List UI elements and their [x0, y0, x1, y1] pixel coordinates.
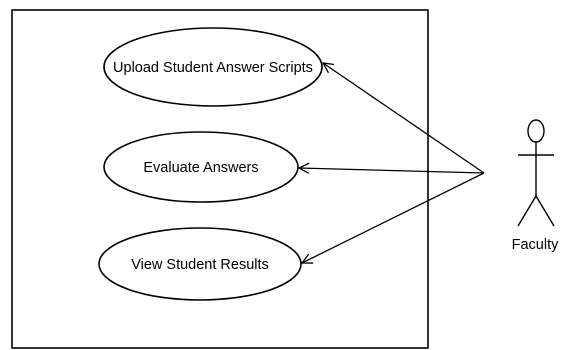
use-case-evaluate-answers[interactable]: Evaluate Answers	[103, 131, 299, 203]
use-case-ellipse	[98, 227, 302, 301]
use-case-label: Evaluate Answers	[143, 160, 258, 176]
use-case-upload-scripts[interactable]: Upload Student Answer Scripts	[103, 27, 323, 107]
use-case-label: View Student Results	[131, 257, 269, 273]
actor-label: Faculty	[512, 237, 559, 253]
association-arrow-results	[302, 172, 485, 263]
association-arrow-upload	[323, 63, 485, 174]
association-arrow-evaluate	[299, 168, 485, 173]
use-case-label: Upload Student Answer Scripts	[113, 60, 313, 76]
stick-figure-icon	[517, 119, 555, 227]
use-case-view-results[interactable]: View Student Results	[98, 227, 302, 301]
system-boundary	[11, 9, 429, 349]
actor-faculty[interactable]: Faculty	[512, 119, 559, 253]
